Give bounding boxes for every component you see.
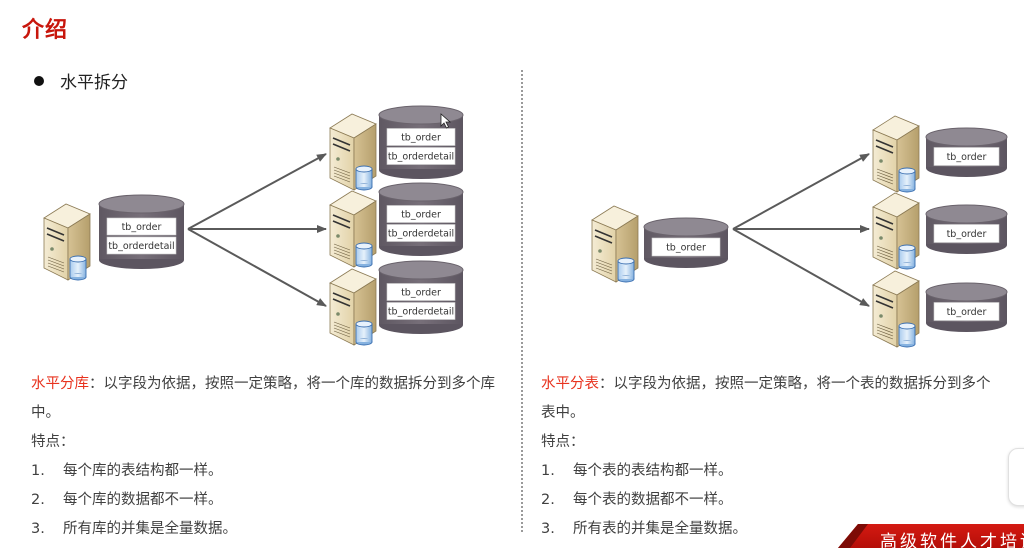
server-icon: [329, 190, 377, 268]
right-definition-text: ：以字段为依据，按照一定策略，将一个表的数据拆分到多个表中。: [541, 376, 991, 421]
database-cylinder: tb_order: [925, 127, 1008, 177]
list-text: 每个表的数据都不一样。: [573, 492, 733, 508]
split-arrow: [732, 228, 870, 307]
list-item: 2. 每个库的数据都不一样。: [31, 486, 501, 515]
server-icon: [872, 115, 920, 193]
left-target-node: tb_order tb_orderdetail: [329, 260, 464, 346]
list-number: 3.: [31, 521, 45, 537]
list-text: 每个库的表结构都一样。: [63, 463, 223, 479]
left-definition-text: ：以字段为依据，按照一定策略，将一个库的数据拆分到多个库中。: [31, 376, 495, 421]
database-cylinder: tb_order tb_orderdetail: [378, 182, 464, 256]
table-label: tb_order: [386, 205, 456, 223]
table-label: tb_order: [386, 128, 456, 146]
list-number: 1.: [541, 463, 555, 479]
database-cylinder: tb_order: [925, 204, 1008, 254]
table-name: tb_orderdetail: [388, 152, 454, 163]
server-icon: [43, 203, 91, 281]
list-number: 2.: [31, 492, 45, 508]
list-number: 2.: [541, 492, 555, 508]
table-label: tb_order: [933, 224, 1000, 243]
table-name: tb_orderdetail: [388, 229, 454, 240]
table-label: tb_orderdetail: [386, 224, 456, 242]
list-number: 3.: [541, 521, 555, 537]
bullet-dot-icon: [34, 75, 44, 86]
table-name: tb_order: [947, 152, 987, 163]
right-description: 水平分表：以字段为依据，按照一定策略，将一个表的数据拆分到多个表中。 特点： 1…: [541, 370, 1001, 544]
table-name: tb_order: [401, 133, 441, 144]
list-text: 每个表的表结构都一样。: [573, 463, 733, 479]
split-arrow: [187, 153, 327, 230]
left-source-node: tb_order tb_orderdetail: [43, 194, 185, 281]
list-item: 1. 每个库的表结构都一样。: [31, 457, 501, 486]
left-definition: 水平分库：以字段为依据，按照一定策略，将一个库的数据拆分到多个库中。: [31, 370, 501, 428]
table-label: tb_orderdetail: [386, 302, 456, 320]
database-cylinder: tb_order tb_orderdetail: [378, 105, 464, 179]
table-name: tb_order: [122, 222, 162, 233]
mouse-cursor-icon: [440, 113, 452, 129]
sharding-diagram: tb_order tb_orderdetail tb_order tb_orderde…: [43, 105, 1008, 348]
table-name: tb_orderdetail: [388, 307, 454, 318]
server-icon: [329, 268, 377, 346]
list-text: 所有表的并集是全量数据。: [573, 521, 747, 537]
database-cylinder: tb_order tb_orderdetail: [98, 194, 185, 269]
table-name: tb_order: [947, 307, 987, 318]
bullet-text: 水平拆分: [60, 73, 128, 93]
split-arrow: [732, 153, 870, 230]
table-label: tb_orderdetail: [106, 236, 177, 255]
table-label: tb_order: [651, 237, 721, 257]
left-features-label: 特点：: [31, 434, 75, 450]
table-name: tb_order: [401, 210, 441, 221]
server-icon: [872, 270, 920, 348]
left-description: 水平分库：以字段为依据，按照一定策略，将一个库的数据拆分到多个库中。 特点： 1…: [31, 370, 501, 544]
table-label: tb_order: [933, 147, 1000, 166]
list-item: 3. 所有表的并集是全量数据。: [541, 515, 1001, 544]
column-divider: [521, 70, 523, 532]
table-label: tb_orderdetail: [386, 147, 456, 165]
server-icon: [872, 192, 920, 270]
right-features-label: 特点：: [541, 434, 585, 450]
right-source-node: tb_order: [591, 205, 729, 283]
list-text: 每个库的数据都不一样。: [63, 492, 223, 508]
bullet-item: 水平拆分: [34, 68, 128, 93]
table-name: tb_orderdetail: [108, 241, 174, 252]
list-text: 所有库的并集是全量数据。: [63, 521, 237, 537]
table-label: tb_order: [106, 217, 177, 236]
database-cylinder: tb_order tb_orderdetail: [378, 260, 464, 334]
right-target-node: tb_order: [872, 115, 1008, 193]
right-target-node: tb_order: [872, 270, 1008, 348]
table-name: tb_order: [947, 229, 987, 240]
side-floating-widget[interactable]: [1008, 448, 1024, 506]
list-item: 2. 每个表的数据都不一样。: [541, 486, 1001, 515]
left-term: 水平分库: [31, 376, 89, 392]
table-name: tb_order: [666, 243, 706, 254]
server-icon: [591, 205, 639, 283]
banner-text: 高级软件人才培训: [880, 532, 1024, 548]
list-number: 1.: [31, 463, 45, 479]
slide-title: 介绍: [22, 18, 69, 43]
right-definition: 水平分表：以字段为依据，按照一定策略，将一个表的数据拆分到多个表中。: [541, 370, 1001, 428]
database-cylinder: tb_order: [925, 282, 1008, 332]
table-label: tb_order: [933, 302, 1000, 321]
list-item: 1. 每个表的表结构都一样。: [541, 457, 1001, 486]
left-target-node: tb_order tb_orderdetail: [329, 182, 464, 268]
right-term: 水平分表: [541, 376, 599, 392]
brand-banner: 高级软件人才培训: [838, 524, 1024, 548]
list-item: 3. 所有库的并集是全量数据。: [31, 515, 501, 544]
database-cylinder: tb_order: [643, 217, 729, 268]
table-label: tb_order: [386, 283, 456, 301]
split-arrow: [187, 228, 327, 307]
right-target-node: tb_order: [872, 192, 1008, 270]
table-name: tb_order: [401, 288, 441, 299]
server-icon: [329, 113, 377, 191]
